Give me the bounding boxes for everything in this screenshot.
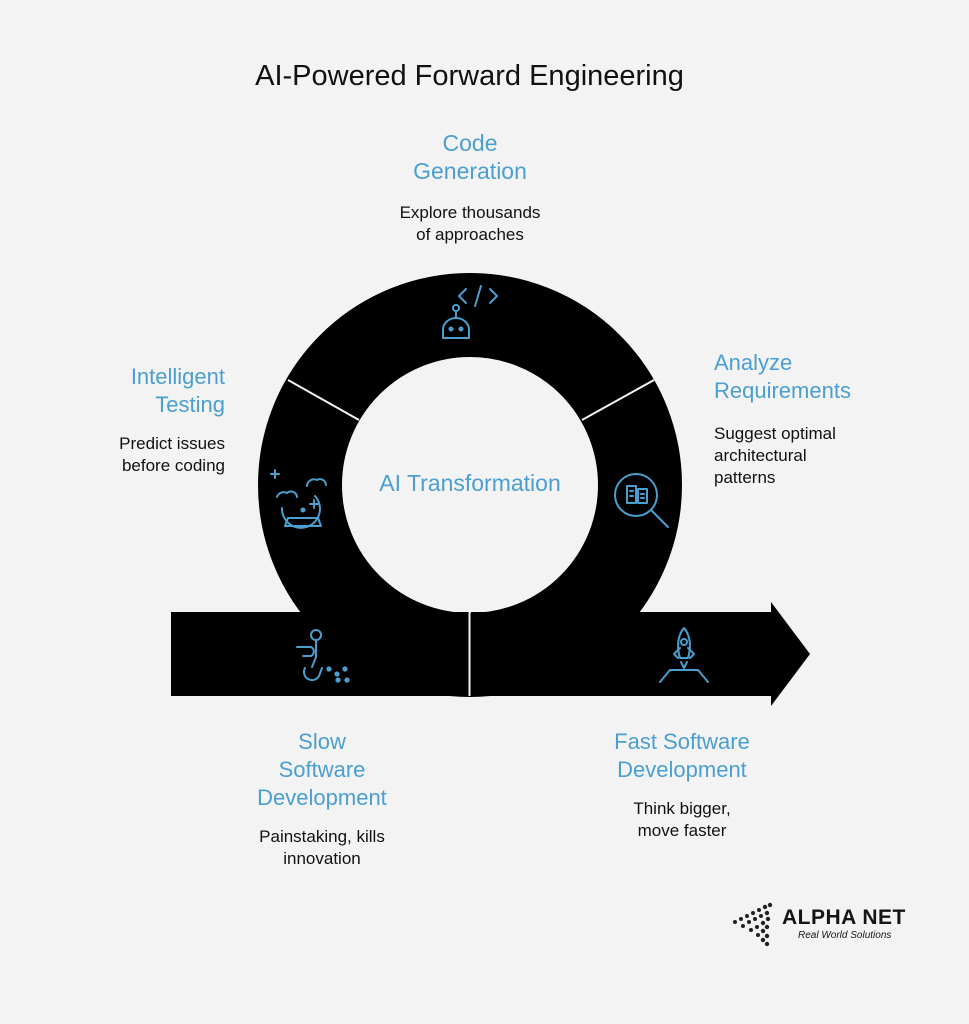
crystal-ball-icon — [270, 469, 327, 529]
center-label: AI Transformation — [379, 470, 561, 496]
code-generation-description: Explore thousands of approaches — [399, 203, 541, 244]
robot-code-icon — [442, 285, 498, 339]
rocket-launch-icon — [659, 627, 709, 683]
slow-arrow-segment — [171, 612, 469, 696]
fast-development-description: Think bigger, move faster — [633, 799, 731, 840]
ring-divider-right — [581, 379, 655, 421]
fast-development-title: Fast Software Development — [614, 729, 750, 782]
slow-development-title: Slow Software Development — [257, 729, 387, 810]
intelligent-testing-description: Predict issues before coding — [119, 434, 225, 475]
alpha-net-logo: ALPHA NET Real World Solutions — [730, 902, 930, 952]
alpha-net-logo-mark — [733, 902, 773, 947]
logo-tagline: Real World Solutions — [798, 930, 892, 941]
ring-divider-left — [287, 379, 360, 421]
code-generation-title: Code Generation — [413, 130, 527, 184]
logo-name: ALPHA NET — [782, 906, 906, 929]
intelligent-testing-title: Intelligent Testing — [130, 364, 225, 417]
magnifier-document-icon — [614, 473, 669, 528]
sitting-person-icon — [296, 629, 350, 683]
page-title: AI-Powered Forward Engineering — [255, 60, 684, 92]
analyze-requirements-description: Suggest optimal architectural patterns — [714, 424, 836, 487]
fast-arrow-segment — [471, 602, 810, 706]
slow-development-description: Painstaking, kills innovation — [259, 827, 385, 868]
analyze-requirements-title: Analyze Requirements — [714, 350, 851, 403]
